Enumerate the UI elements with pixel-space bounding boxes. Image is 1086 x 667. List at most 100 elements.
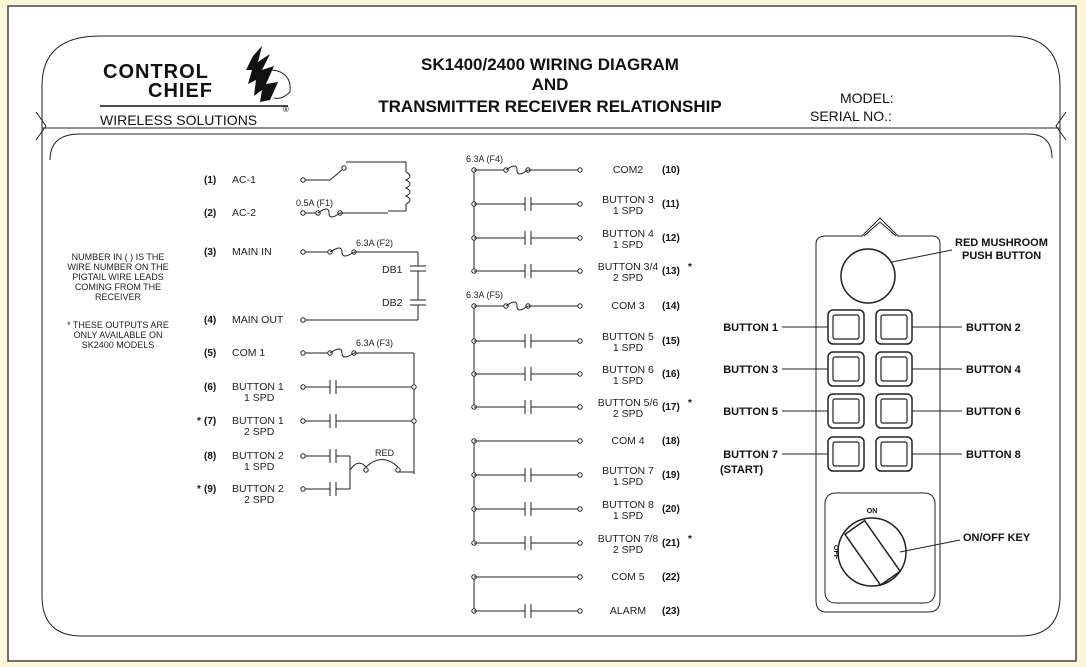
mid-terminal-sub: 1 SPD <box>613 375 644 387</box>
note-wire-number-line: WIRE NUMBER ON THE <box>67 262 168 272</box>
logo-line1: CONTROL <box>103 61 209 83</box>
company-logo: CONTROL CHIEF ® WIRELESS SOLUTIONS <box>100 46 291 128</box>
left-terminal-name: BUTTON 2 <box>232 450 284 462</box>
mid-terminal-name: BUTTON 5 <box>602 331 654 343</box>
logo-tagline: WIRELESS SOLUTIONS <box>100 112 257 128</box>
mid-terminal-sub: 1 SPD <box>613 476 644 488</box>
mid-terminal-name: BUTTON 5/6 <box>598 397 659 409</box>
note-outputs-line: * THESE OUTPUTS ARE <box>67 320 169 330</box>
mid-terminal-block: 6.3A (F4)6.3A (F5)COM2(10)BUTTON 31 SPD(… <box>466 154 692 618</box>
mid-terminal-sub: 2 SPD <box>613 272 644 284</box>
left-terminal-number: (9) <box>204 484 216 495</box>
pendant-button-button-1[interactable] <box>832 314 860 340</box>
left-terminal-name: COM 1 <box>232 347 265 359</box>
logo-line2: CHIEF <box>148 80 213 102</box>
mushroom-label-line2: PUSH BUTTON <box>962 250 1041 262</box>
pendant-button-button-2[interactable] <box>880 314 908 340</box>
terminal-star: * <box>688 534 692 545</box>
callout-left-label: BUTTON 7 <box>723 449 778 461</box>
red-mushroom-button[interactable] <box>840 248 896 304</box>
note-wire-number-line: NUMBER IN ( ) IS THE <box>72 252 165 262</box>
left-terminal-sub: 1 SPD <box>244 461 275 473</box>
mid-terminal-number: (21) <box>662 538 680 549</box>
mid-terminal-name: COM 3 <box>611 300 644 312</box>
mid-terminal-number: (10) <box>662 165 680 176</box>
pendant-button-button-7[interactable] <box>832 441 860 467</box>
db1-label: DB1 <box>382 264 403 276</box>
note-outputs-line: ONLY AVAILABLE ON <box>74 330 163 340</box>
mid-terminal-number: (20) <box>662 504 680 515</box>
terminal-star: * <box>197 484 201 495</box>
left-terminal-name: BUTTON 2 <box>232 483 284 495</box>
left-terminal-name: AC-1 <box>232 174 256 186</box>
mid-terminal-sub: 1 SPD <box>613 205 644 217</box>
callout-right-label: BUTTON 2 <box>966 322 1021 334</box>
body-frame <box>41 128 1061 637</box>
left-terminal-name: MAIN IN <box>232 246 272 258</box>
mid-terminal-sub: 2 SPD <box>613 408 644 420</box>
model-label: MODEL: <box>840 90 894 106</box>
note-outputs-line: SK2400 MODELS <box>82 340 155 350</box>
left-terminal-number: (4) <box>204 315 216 326</box>
mid-terminal-sub: 1 SPD <box>613 510 644 522</box>
note-wire-number-line: RECEIVER <box>95 292 142 302</box>
left-terminal-sub: 2 SPD <box>244 494 275 506</box>
key-off-label: OFF <box>832 545 839 560</box>
left-terminal-number: (7) <box>204 416 216 427</box>
note-wire-number-line: COMING FROM THE <box>75 282 161 292</box>
mid-terminal-number: (22) <box>662 572 680 583</box>
title-line3: TRANSMITTER RECEIVER RELATIONSHIP <box>378 97 721 116</box>
pendant-button-button-5[interactable] <box>832 398 860 424</box>
mid-terminal-number: (12) <box>662 233 680 244</box>
db2-label: DB2 <box>382 297 403 309</box>
start-label: (START) <box>720 464 764 476</box>
mid-terminal-name: BUTTON 6 <box>602 364 654 376</box>
registered-mark: ® <box>283 105 289 114</box>
pendant-button-button-4[interactable] <box>880 356 908 382</box>
mid-terminal-number: (14) <box>662 301 680 312</box>
fuse-f2-label: 6.3A (F2) <box>356 238 393 248</box>
mid-terminal-number: (13) <box>662 266 680 277</box>
title-line2: AND <box>532 75 569 94</box>
pendant-body <box>815 217 941 613</box>
mid-terminal-name: ALARM <box>610 605 646 617</box>
serial-label: SERIAL NO.: <box>810 108 892 124</box>
pendant-callouts: RED MUSHROOM PUSH BUTTON ON/OFF KEY (STA… <box>720 237 1048 553</box>
mushroom-label-line1: RED MUSHROOM <box>955 237 1048 249</box>
mid-terminal-number: (16) <box>662 369 680 380</box>
right-notch-icon <box>1055 111 1067 141</box>
title-line1: SK1400/2400 WIRING DIAGRAM <box>421 55 679 74</box>
left-terminal-sub: 2 SPD <box>244 426 275 438</box>
left-terminal-number: (3) <box>204 247 216 258</box>
mid-terminal-name: COM 5 <box>611 571 644 583</box>
left-terminal-sub: 1 SPD <box>244 392 275 404</box>
pendant-button-button-3[interactable] <box>832 356 860 382</box>
left-terminal-name: BUTTON 1 <box>232 415 284 427</box>
transmitter-pendant: ON OFF <box>815 217 941 613</box>
pendant-button-button-6[interactable] <box>880 398 908 424</box>
callout-left-label: BUTTON 1 <box>723 322 778 334</box>
mid-terminal-name: BUTTON 8 <box>602 499 654 511</box>
key-on-label: ON <box>867 508 878 515</box>
mid-terminal-number: (17) <box>662 402 680 413</box>
left-terminal-number: (5) <box>204 348 216 359</box>
mid-terminal-number: (11) <box>662 199 679 210</box>
left-terminal-name: BUTTON 1 <box>232 381 284 393</box>
callout-right-label: BUTTON 6 <box>966 406 1021 418</box>
fuse-f5-label: 6.3A (F5) <box>466 290 503 300</box>
mid-terminal-name: BUTTON 7 <box>602 465 654 477</box>
fuse-f4-label: 6.3A (F4) <box>466 154 503 164</box>
callout-left-label: BUTTON 3 <box>723 364 778 376</box>
callout-right-label: BUTTON 4 <box>966 364 1022 376</box>
red-label: RED <box>375 448 395 458</box>
left-terminal-number: (8) <box>204 451 216 462</box>
callout-left-label: BUTTON 5 <box>723 406 778 418</box>
note-wire-number-line: PIGTAIL WIRE LEADS <box>72 272 164 282</box>
pendant-button-button-8[interactable] <box>880 441 908 467</box>
left-terminal-name: AC-2 <box>232 207 256 219</box>
left-notch-icon <box>35 111 47 141</box>
left-terminal-name: MAIN OUT <box>232 314 284 326</box>
mid-terminal-sub: 1 SPD <box>613 342 644 354</box>
